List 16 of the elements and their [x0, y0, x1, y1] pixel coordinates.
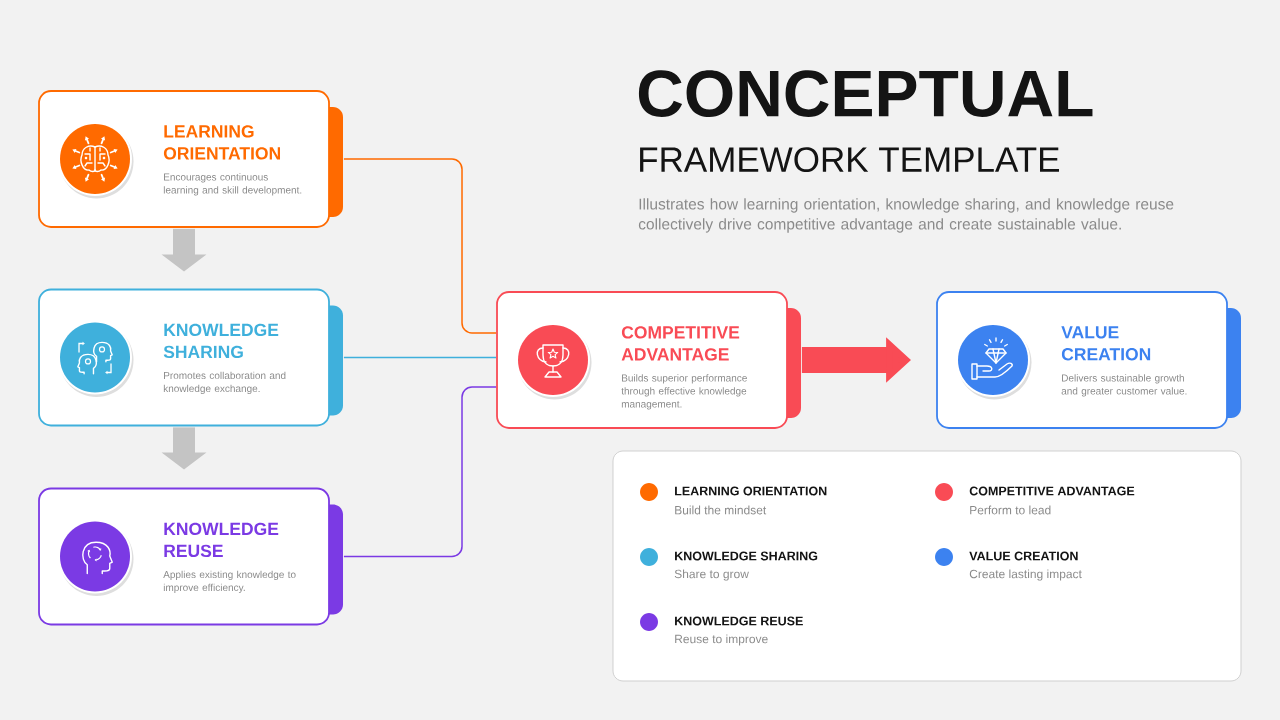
connector-line	[343, 356, 497, 359]
legend-subtitle: Reuse to improve	[675, 634, 768, 646]
connector-line	[343, 158, 497, 334]
legend-label: LEARNING ORIENTATION	[675, 486, 827, 496]
subtitle-text: FRAMEWORK TEMPLATE	[640, 147, 1059, 172]
connector-line	[343, 386, 497, 558]
legend-subtitle: Build the mindset	[675, 505, 767, 515]
legend-subtitle: Perform to lead	[970, 505, 1051, 515]
description-text: Illustrates how learning orientation, knowledge sharing, and knowledge reuse collectively drive competitive advantage and create sustainable value.	[638, 198, 1174, 233]
legend-label: KNOWLEDGE REUSE	[675, 616, 803, 626]
legend-subtitle: Create lasting impact	[969, 569, 1082, 581]
legend-label: COMPETITIVE ADVANTAGE	[969, 486, 1135, 496]
title-text: CONCEPTUAL	[638, 70, 1093, 117]
legend-label: VALUE CREATION	[969, 551, 1078, 561]
legend-label: KNOWLEDGE SHARING	[675, 551, 818, 561]
legend-subtitle: Share to grow	[674, 569, 749, 581]
